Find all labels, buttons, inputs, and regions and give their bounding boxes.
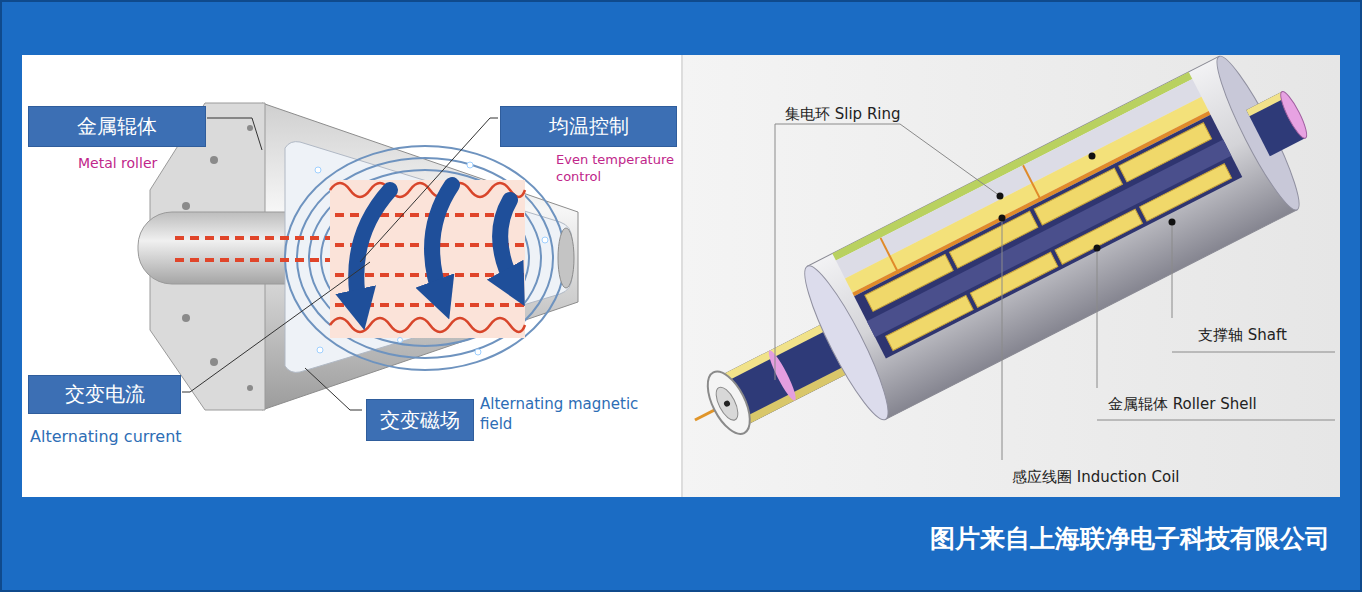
part-name-zh: 交变磁场 xyxy=(380,407,460,434)
part-label: 金属辊体 Roller Shell xyxy=(1108,395,1257,414)
label-box: 交变磁场Alternating magnetic field xyxy=(366,399,474,441)
part-name-en: Metal roller xyxy=(78,154,238,172)
source-caption: 图片来自上海联净电子科技有限公司 xyxy=(930,522,1330,555)
label-box-fill: 交变电流 xyxy=(28,375,181,414)
part-name-zh: 均温控制 xyxy=(549,113,629,140)
part-label: 集电环 Slip Ring xyxy=(785,105,901,124)
label-box: 交变电流Alternating current xyxy=(28,375,181,414)
part-label: 感应线圈 Induction Coil xyxy=(1012,468,1179,487)
label-box-fill: 金属辊体 xyxy=(28,106,206,147)
label-box: 金属辊体Metal roller xyxy=(28,106,206,147)
part-label: 支撑轴 Shaft xyxy=(1198,326,1287,345)
part-name-zh: 金属辊体 xyxy=(77,113,157,140)
label-box: 均温控制Even temperature control xyxy=(500,106,677,147)
part-name-en: Even temperature control xyxy=(556,152,691,186)
part-name-en: Alternating magnetic field xyxy=(480,395,665,434)
part-name-zh: 交变电流 xyxy=(65,381,145,408)
label-box-fill: 交变磁场 xyxy=(366,399,474,441)
label-box-fill: 均温控制 xyxy=(500,106,677,147)
part-name-en: Alternating current xyxy=(30,427,230,448)
